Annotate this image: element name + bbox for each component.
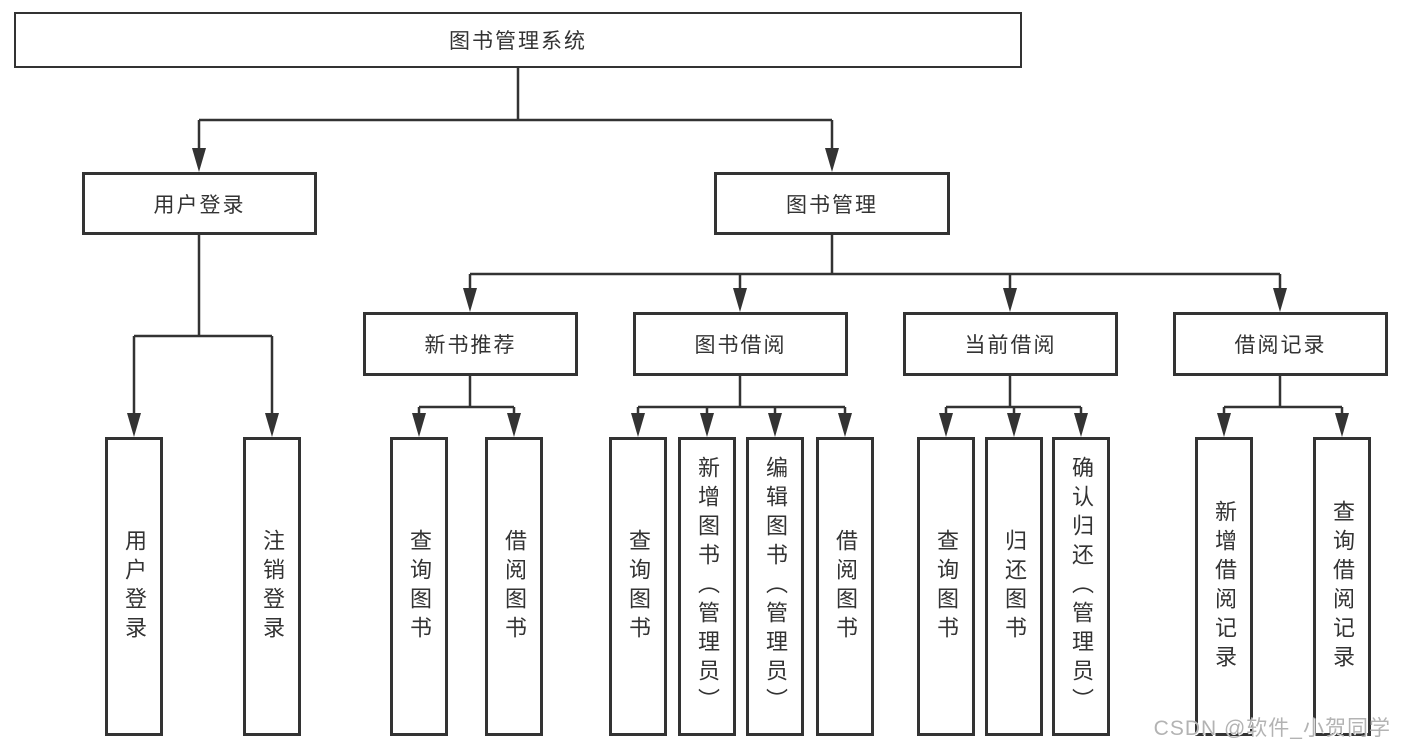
arrowheads [127,148,1349,437]
arrowhead-icon [1335,413,1349,437]
leaf-label: 用户登录 [122,528,147,645]
node-book-borrow: 图书借阅 [633,312,848,376]
leaf-return-books: 归还图书 [985,437,1043,736]
arrowhead-icon [192,148,206,172]
arrowhead-icon [463,288,477,312]
leaf-label: 查询借阅记录 [1330,499,1355,674]
arrowhead-icon [1003,288,1017,312]
arrowhead-icon [127,413,141,437]
arrowhead-icon [825,148,839,172]
node-current-borrow: 当前借阅 [903,312,1118,376]
arrowhead-icon [507,413,521,437]
leaf-label: 确认归还（管理员） [1069,456,1094,717]
connector-records-branch [1222,376,1344,415]
leaf-label: 借阅图书 [833,528,858,645]
arrowhead-icon [838,413,852,437]
leaf-add-borrow-record: 新增借阅记录 [1195,437,1253,736]
arrowhead-icon [631,413,645,437]
leaf-query-books-current: 查询图书 [917,437,975,736]
leaf-borrow-books-rec: 借阅图书 [485,437,543,736]
connector-newbook-branch [417,376,516,415]
arrowhead-icon [1217,413,1231,437]
connector-current-branch [944,376,1083,415]
arrowhead-icon [1074,413,1088,437]
watermark: CSDN @软件_小贺同学 [1153,717,1391,740]
leaf-label: 编辑图书（管理员） [763,456,788,717]
leaf-query-books-rec: 查询图书 [390,437,448,736]
leaf-confirm-return-admin: 确认归还（管理员） [1052,437,1110,736]
arrowhead-icon [1007,413,1021,437]
arrowhead-icon [700,413,714,437]
leaf-label: 新增借阅记录 [1212,499,1237,674]
connector-mgmt-branch [468,235,1282,290]
leaf-logout: 注销登录 [243,437,301,736]
node-borrow-records: 借阅记录 [1173,312,1388,376]
connector-login-branch [132,235,274,415]
leaf-add-books-admin: 新增图书（管理员） [678,437,736,736]
arrowhead-icon [412,413,426,437]
arrowhead-icon [1273,288,1287,312]
leaf-query-books-borrow: 查询图书 [609,437,667,736]
arrowhead-icon [265,413,279,437]
arrowhead-icon [733,288,747,312]
node-new-book-rec: 新书推荐 [363,312,578,376]
leaf-borrow-books: 借阅图书 [816,437,874,736]
leaf-edit-books-admin: 编辑图书（管理员） [746,437,804,736]
leaf-label: 借阅图书 [502,528,527,645]
leaf-query-borrow-record: 查询借阅记录 [1313,437,1371,736]
arrowhead-icon [768,413,782,437]
leaf-label: 查询图书 [626,528,651,645]
node-book-mgmt: 图书管理 [714,172,950,235]
leaf-label: 注销登录 [260,528,285,645]
leaf-user-login: 用户登录 [105,437,163,736]
node-user-login: 用户登录 [82,172,317,235]
connector-root-branch [197,68,834,150]
connector-borrow-branch [636,376,847,415]
leaf-label: 归还图书 [1002,528,1027,645]
node-root: 图书管理系统 [14,12,1022,68]
leaf-label: 查询图书 [934,528,959,645]
leaf-label: 新增图书（管理员） [695,456,720,717]
arrowhead-icon [939,413,953,437]
leaf-label: 查询图书 [407,528,432,645]
